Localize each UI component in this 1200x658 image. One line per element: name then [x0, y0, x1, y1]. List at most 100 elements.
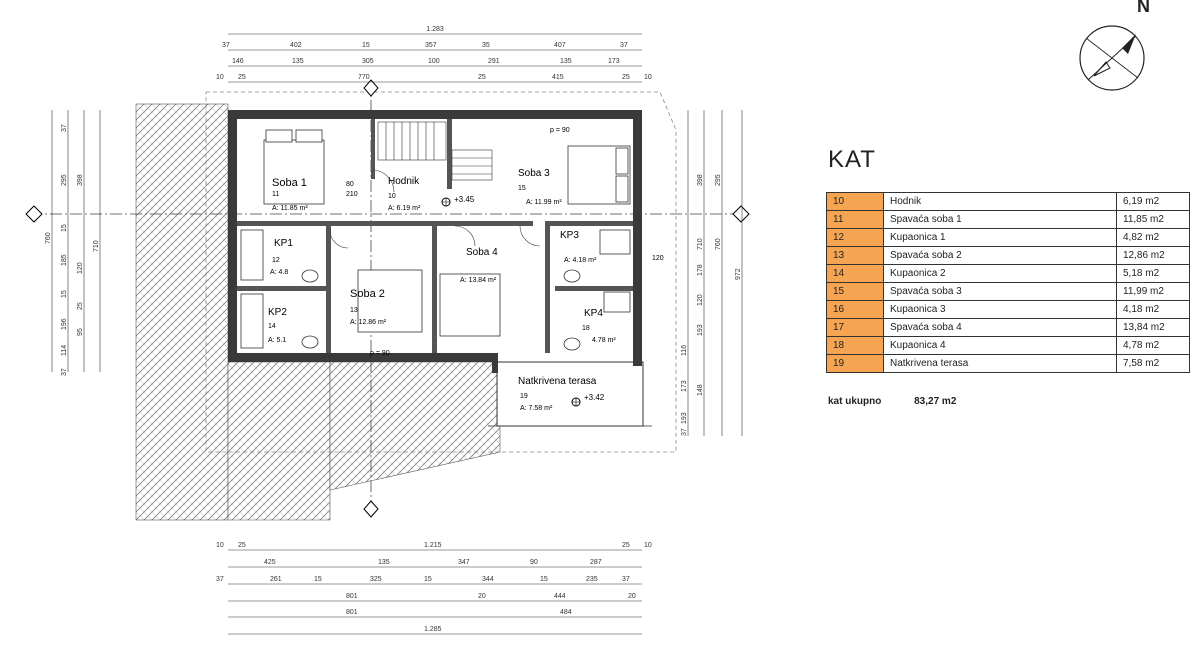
dim-label: 95 — [77, 328, 84, 336]
dim-bottom-row5: 801 484 — [346, 609, 572, 616]
dim-label: 10 — [216, 74, 224, 81]
dim-label: 37 — [216, 576, 224, 583]
dim-label: 25 — [622, 542, 630, 549]
dim-label: 37 — [222, 42, 230, 49]
room-name: Kupaonica 2 — [883, 264, 1117, 283]
bottom-dimensions — [228, 549, 642, 635]
room-label-soba2: Soba 2 — [350, 288, 385, 300]
room-number-kp1: 12 — [272, 257, 280, 264]
dim-label: 25 — [478, 74, 486, 81]
dim-bottom-row4: 801 20 444 20 — [346, 593, 636, 600]
room-name: Kupaonica 3 — [883, 300, 1117, 319]
dim-label: 135 — [292, 58, 304, 65]
dim-right-row2: 295 760 116 173 37 — [681, 174, 722, 436]
room-label-kp4: KP4 — [584, 308, 603, 319]
room-label-kp2: KP2 — [268, 307, 287, 318]
compass-icon — [1079, 25, 1145, 91]
room-number: 15 — [826, 282, 884, 301]
beds — [263, 129, 631, 337]
dim-label: 116 — [681, 345, 688, 356]
dim-bottom-row3: 37 261 15 325 15 344 15 235 37 — [216, 576, 630, 583]
room-area-kp1: A: 4.8 — [270, 269, 288, 276]
floor-total: kat ukupno 83,27 m2 — [828, 396, 956, 407]
floor-plan-drawing: 1.283 37 402 15 357 35 407 37 146 135 30… — [25, 26, 750, 635]
dim-label: 10 — [644, 74, 652, 81]
dim-label: 15 — [61, 224, 68, 232]
door-label: 120 — [652, 255, 664, 262]
room-name: Kupaonica 4 — [883, 336, 1117, 355]
floor-plan: 1.283 37 402 15 357 35 407 37 146 135 30… — [25, 26, 750, 635]
room-number: 16 — [826, 300, 884, 319]
room-area: 11,85 m2 — [1116, 210, 1190, 229]
dim-label: 398 — [697, 174, 704, 186]
dim-label: 10 — [216, 542, 224, 549]
room-area: 13,84 m2 — [1116, 318, 1190, 337]
room-number-kp4: 18 — [582, 325, 590, 332]
dim-label: 770 — [358, 74, 370, 81]
room-name: Spavaća soba 1 — [883, 210, 1117, 229]
dim-right-row: 398 710 178 120 193 148 193 — [681, 174, 704, 424]
dim-label: 15 — [540, 576, 548, 583]
room-label-soba1: Soba 1 — [272, 177, 307, 189]
total-value: 83,27 m2 — [914, 396, 957, 407]
room-name: Spavaća soba 2 — [883, 246, 1117, 265]
room-area-hodnik: A: 6.19 m² — [388, 205, 421, 212]
dim-label: 15 — [61, 290, 68, 298]
dim-label: 10 — [644, 542, 652, 549]
room-area: 7,58 m2 — [1116, 354, 1190, 373]
dim-label: 146 — [232, 58, 244, 65]
dim-label: 15 — [424, 576, 432, 583]
dim-label: 402 — [290, 42, 302, 49]
dim-label: 100 — [428, 58, 440, 65]
dim-bottom-row2: 425 135 347 90 287 — [264, 559, 602, 566]
dim-left-row: 37 295 15 185 15 196 114 37 — [61, 124, 68, 376]
room-number-kp2: 14 — [268, 323, 276, 330]
dim-label: 193 — [681, 412, 688, 424]
dim-label: 25 — [622, 74, 630, 81]
room-area-kp2: A: 5.1 — [268, 337, 286, 344]
level-text: +3.45 — [454, 195, 475, 204]
room-area-kp4: 4.78 m² — [592, 337, 616, 344]
dim-bottom-row1: 10 25 1.215 25 10 — [216, 542, 652, 549]
dim-label: 135 — [560, 58, 572, 65]
dim-label: 37 — [61, 124, 68, 132]
dim-label: 1.215 — [424, 542, 442, 549]
dim-left-total: 760 — [45, 232, 52, 244]
dim-label: 178 — [697, 264, 704, 276]
roof-hatch-left — [135, 103, 229, 521]
room-label-terasa: Natkrivena terasa — [518, 376, 597, 387]
dim-label: 398 — [77, 174, 84, 186]
door-label: 210 — [346, 191, 358, 198]
room-number-soba3: 15 — [518, 185, 526, 192]
dim-label: 25 — [238, 74, 246, 81]
dim-label: 15 — [314, 576, 322, 583]
roof-hatch-bottom — [227, 361, 331, 521]
dim-label: 90 — [530, 559, 538, 566]
dim-label: 196 — [61, 318, 68, 330]
dim-label: 25 — [238, 542, 246, 549]
dim-label: 37 — [681, 428, 688, 436]
room-number: 10 — [826, 192, 884, 211]
top-dimensions — [228, 33, 642, 83]
dim-label: 344 — [482, 576, 494, 583]
dim-label: 287 — [590, 559, 602, 566]
room-area: 6,19 m2 — [1116, 192, 1190, 211]
room-number: 12 — [826, 228, 884, 247]
room-name: Spavaća soba 4 — [883, 318, 1117, 337]
dim-label: 261 — [270, 576, 282, 583]
dim-top-row2: 37 402 15 357 35 407 37 — [222, 42, 628, 49]
room-name: Natkrivena terasa — [883, 354, 1117, 373]
terrace-outline — [496, 361, 644, 427]
room-label-kp1: KP1 — [274, 238, 293, 249]
axis-marker-left — [25, 205, 43, 223]
room-number: 18 — [826, 336, 884, 355]
room-area-soba2: A: 12.86 m² — [350, 319, 387, 326]
room-name: Kupaonica 1 — [883, 228, 1117, 247]
room-number: 19 — [826, 354, 884, 373]
room-area: 4,78 m2 — [1116, 336, 1190, 355]
dim-label: 148 — [697, 384, 704, 396]
dim-label: 135 — [378, 559, 390, 566]
